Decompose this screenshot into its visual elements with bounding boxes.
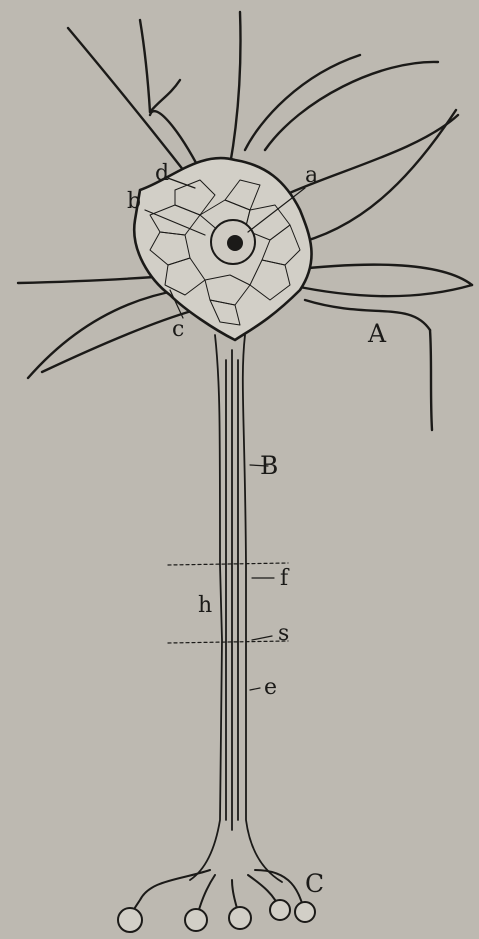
nucleolus (227, 235, 243, 251)
label-b: b (127, 189, 141, 214)
label-h: h (198, 593, 212, 618)
label-A: A (367, 319, 387, 348)
label-B: B (260, 451, 278, 480)
label-a: a (305, 163, 318, 188)
label-c: c (172, 317, 184, 342)
label-s: s (278, 621, 289, 646)
label-d: d (155, 161, 169, 186)
label-C: C (305, 869, 324, 898)
label-e: e (264, 675, 277, 700)
